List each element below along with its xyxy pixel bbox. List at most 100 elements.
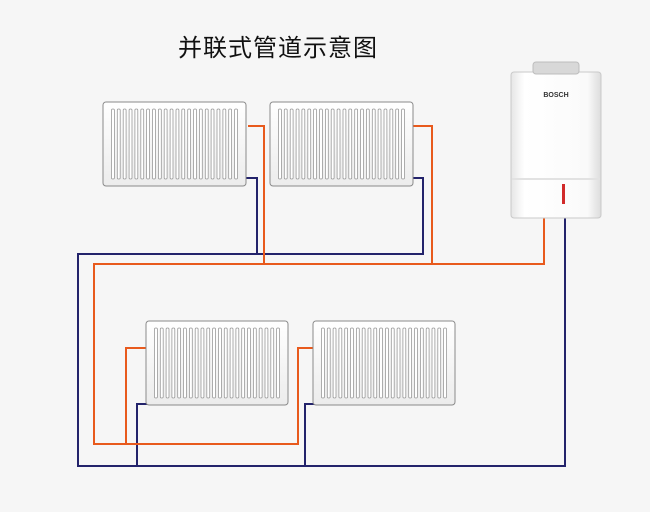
radiator-fin bbox=[252, 327, 257, 399]
return-pipe-main bbox=[77, 177, 566, 467]
radiator-fin bbox=[187, 108, 191, 180]
radiator-fin bbox=[134, 108, 139, 180]
radiator-fin bbox=[210, 108, 215, 180]
radiator-fin bbox=[171, 327, 176, 399]
radiator-fin bbox=[319, 108, 323, 180]
radiator-fin bbox=[344, 327, 349, 399]
radiator-1 bbox=[102, 101, 247, 187]
radiator-fin bbox=[152, 108, 156, 180]
radiator-fin bbox=[396, 327, 401, 399]
radiator-fin bbox=[218, 327, 222, 399]
radiator-fin bbox=[235, 327, 240, 399]
radiator-fin bbox=[169, 108, 174, 180]
radiator-fin bbox=[234, 108, 238, 180]
radiator-fin bbox=[332, 327, 337, 399]
radiator-fin bbox=[379, 327, 383, 399]
radiator-fin bbox=[157, 108, 162, 180]
radiator-fin bbox=[154, 327, 158, 399]
radiator-fin bbox=[177, 327, 181, 399]
radiator-fin bbox=[383, 108, 388, 180]
radiator-fin bbox=[365, 108, 370, 180]
radiator-fin bbox=[419, 327, 424, 399]
radiator-fin bbox=[389, 108, 394, 180]
radiator-fin bbox=[338, 327, 343, 399]
radiator-fin bbox=[159, 327, 164, 399]
radiator-fin bbox=[350, 327, 354, 399]
radiator-fin bbox=[373, 327, 378, 399]
radiator-fin bbox=[200, 327, 205, 399]
radiator-fin bbox=[401, 108, 405, 180]
diagram-title: 并联式管道示意图 bbox=[178, 34, 378, 62]
radiator-fin bbox=[181, 108, 186, 180]
radiator-fin bbox=[348, 108, 353, 180]
radiator-fin bbox=[198, 108, 203, 180]
radiator-fin bbox=[163, 108, 168, 180]
radiator-fin bbox=[395, 108, 400, 180]
radiator-fin bbox=[212, 327, 216, 399]
radiator-fin bbox=[283, 108, 288, 180]
radiator-fin bbox=[377, 108, 382, 180]
radiator-fin bbox=[321, 327, 325, 399]
wall-hung-boiler: BOSCH bbox=[510, 61, 602, 219]
radiator-fin bbox=[336, 108, 341, 180]
radiator-fin bbox=[165, 327, 170, 399]
radiator-fin bbox=[140, 108, 145, 180]
boiler-brand-mark: BOSCH bbox=[543, 92, 568, 99]
supply-pipes bbox=[93, 125, 545, 445]
radiator-fin bbox=[289, 108, 294, 180]
radiator-fin bbox=[313, 108, 317, 180]
radiator-fin bbox=[258, 327, 263, 399]
radiator-fin bbox=[111, 108, 115, 180]
boiler-indicator bbox=[562, 184, 565, 204]
radiator-fin bbox=[228, 108, 232, 180]
radiator-body bbox=[145, 320, 289, 406]
return-pipe-radiator-3 bbox=[136, 403, 148, 466]
radiator-fin bbox=[194, 327, 199, 399]
radiator-fin bbox=[276, 327, 280, 399]
radiator-fin bbox=[204, 108, 209, 180]
radiator-fin bbox=[247, 327, 251, 399]
radiator-4 bbox=[312, 320, 456, 406]
radiator-fin bbox=[307, 108, 312, 180]
radiator-fin bbox=[116, 108, 121, 180]
radiator-fin bbox=[188, 327, 193, 399]
radiator-fin bbox=[402, 327, 407, 399]
radiator-fin bbox=[360, 108, 364, 180]
radiator-fin bbox=[183, 327, 187, 399]
radiator-fin bbox=[193, 108, 197, 180]
radiator-fin bbox=[241, 327, 245, 399]
radiator-fin bbox=[223, 327, 228, 399]
return-pipe-radiator-1 bbox=[246, 177, 258, 254]
radiator-fin bbox=[264, 327, 269, 399]
radiator-fin bbox=[414, 327, 418, 399]
return-pipe-radiator-4 bbox=[304, 403, 315, 466]
radiator-3 bbox=[145, 320, 289, 406]
supply-pipe-radiator-1 bbox=[248, 125, 265, 264]
radiator-fin bbox=[278, 108, 282, 180]
radiator-fin bbox=[361, 327, 366, 399]
radiator-fin bbox=[355, 327, 360, 399]
radiator-fin bbox=[330, 108, 335, 180]
supply-pipe-radiator-3 bbox=[125, 347, 148, 444]
radiator-fin bbox=[175, 108, 180, 180]
radiator-2 bbox=[269, 101, 414, 187]
return-pipes bbox=[77, 177, 566, 467]
radiator-fin bbox=[301, 108, 306, 180]
radiator-fin bbox=[390, 327, 395, 399]
radiator-fin bbox=[295, 108, 300, 180]
radiator-fin bbox=[216, 108, 221, 180]
radiator-fin bbox=[122, 108, 127, 180]
radiator-fin bbox=[385, 327, 389, 399]
supply-pipe-radiator-2 bbox=[413, 125, 433, 264]
radiator-body bbox=[102, 101, 247, 187]
radiator-fin bbox=[371, 108, 376, 180]
supply-pipe-main bbox=[93, 216, 545, 445]
radiator-fin bbox=[229, 327, 234, 399]
radiator-fin bbox=[128, 108, 133, 180]
radiator-body bbox=[312, 320, 456, 406]
radiator-fin bbox=[270, 327, 275, 399]
radiator-fin bbox=[222, 108, 227, 180]
radiator-fin bbox=[408, 327, 413, 399]
